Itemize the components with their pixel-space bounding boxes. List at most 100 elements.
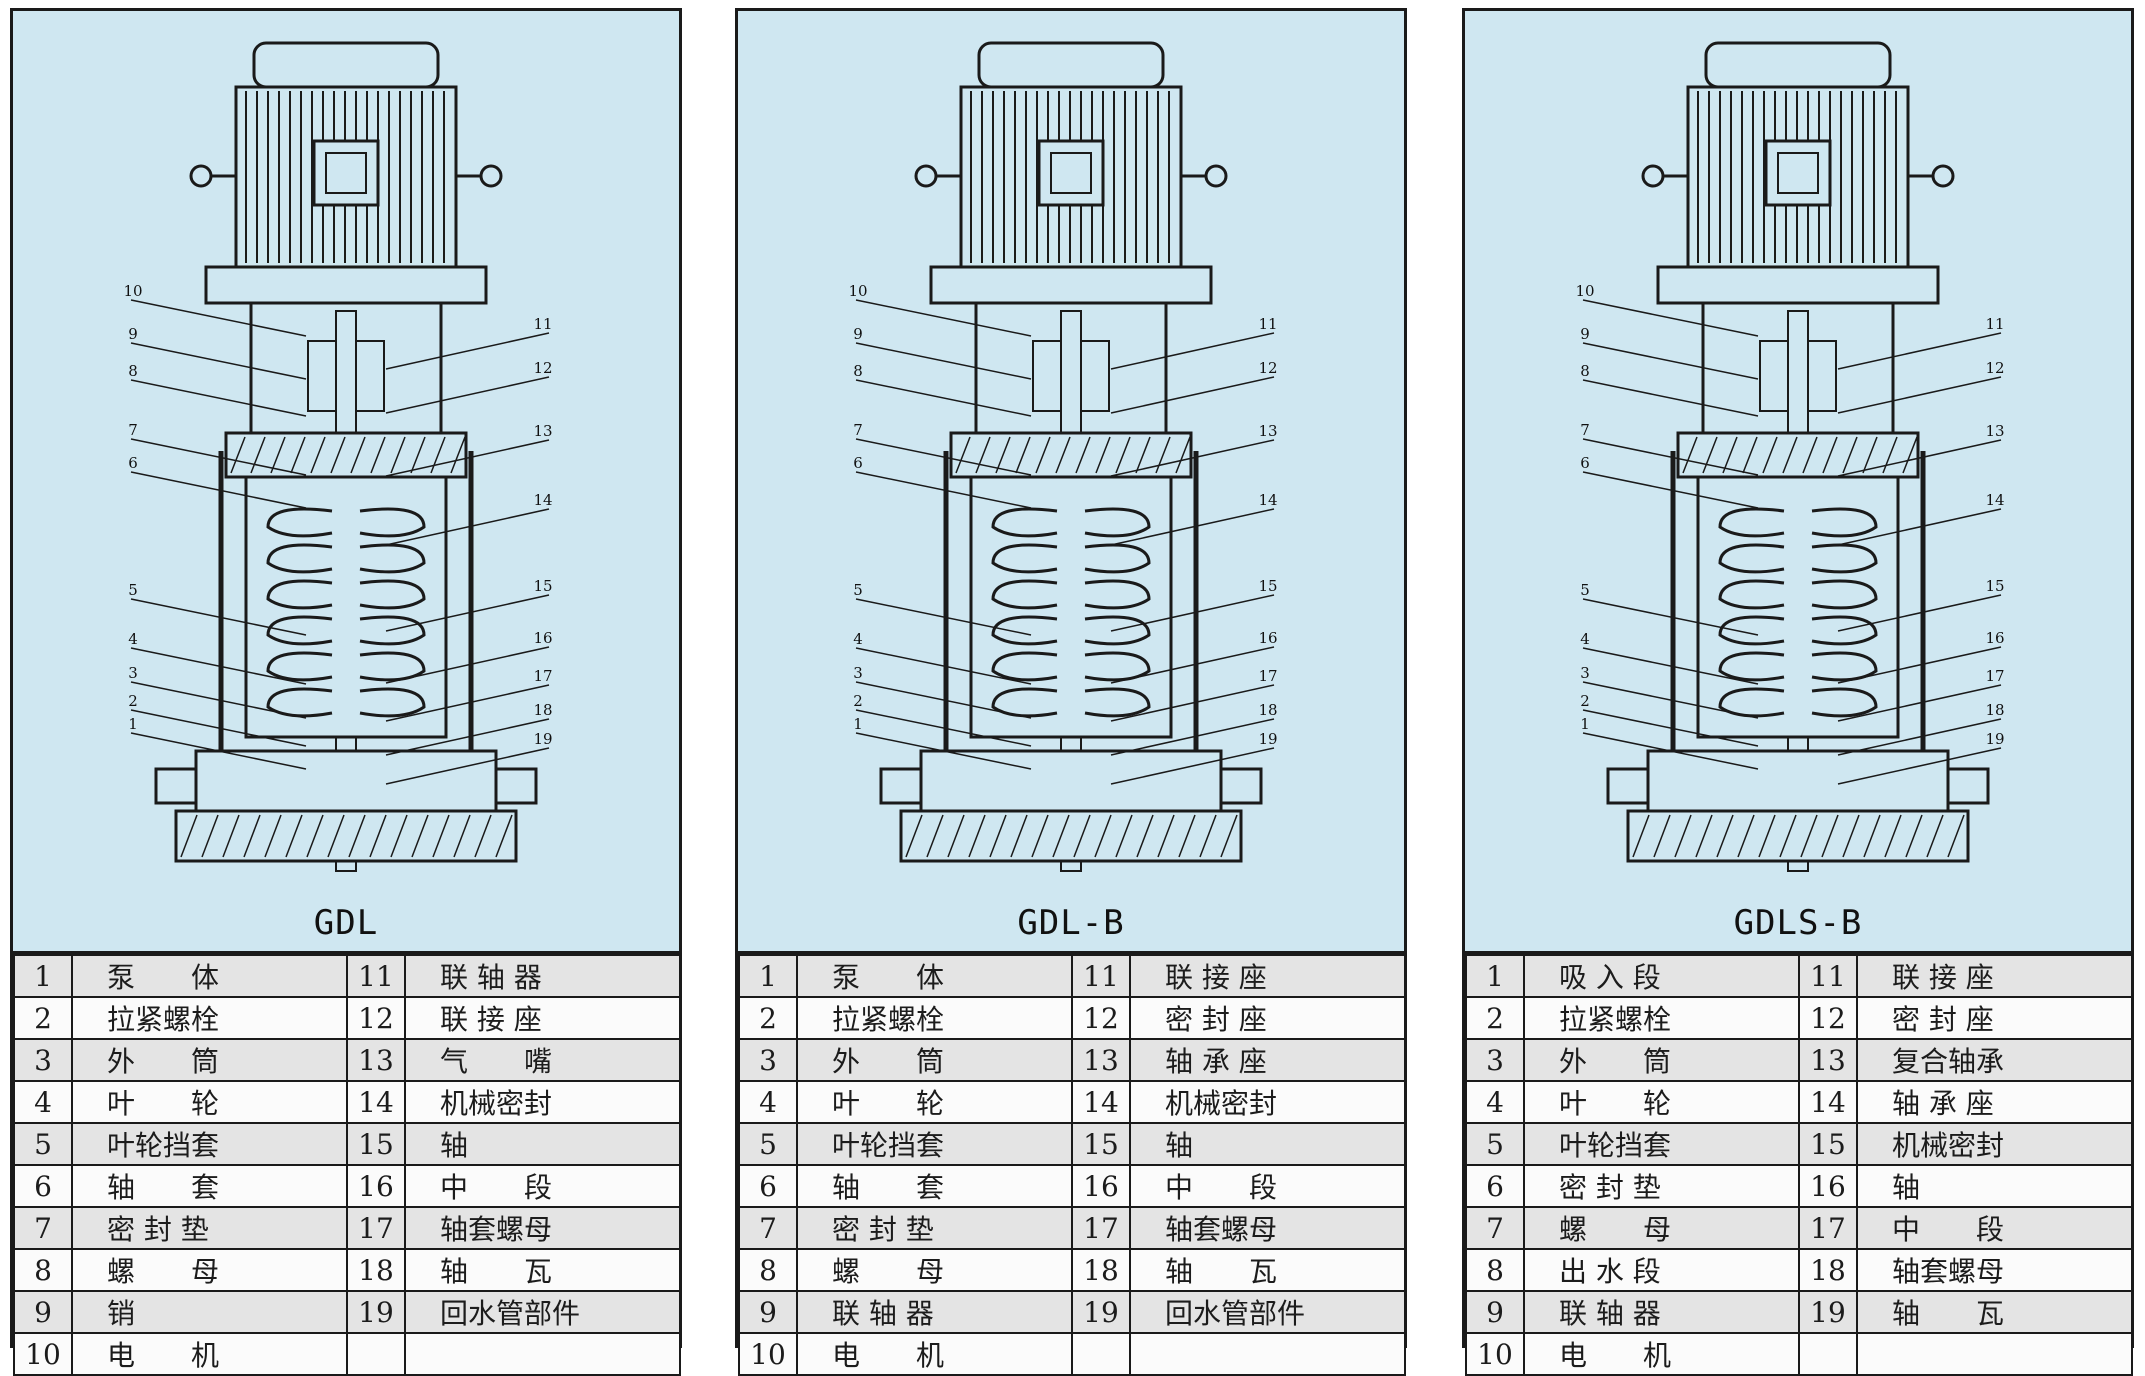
part-number: 12 bbox=[1798, 996, 1858, 1040]
part-name: 中 段 bbox=[404, 1164, 681, 1208]
section-hatch bbox=[947, 814, 965, 858]
section-hatch bbox=[975, 436, 991, 474]
callout-number: 4 bbox=[128, 630, 138, 648]
part-number: 9 bbox=[738, 1290, 798, 1334]
impeller-stage bbox=[991, 687, 1058, 718]
model-title: GDLS-B bbox=[1733, 903, 1863, 943]
part-name: 复合轴承 bbox=[1856, 1038, 2133, 1082]
callout-number: 8 bbox=[1580, 362, 1590, 380]
callout-number: 19 bbox=[1258, 730, 1277, 748]
callout-number: 7 bbox=[128, 421, 138, 439]
callout-number: 16 bbox=[1258, 629, 1277, 647]
part-number: 16 bbox=[1071, 1164, 1131, 1208]
part-name: 叶 轮 bbox=[796, 1080, 1073, 1124]
part-name: 外 筒 bbox=[71, 1038, 348, 1082]
part-name: 机械密封 bbox=[404, 1080, 681, 1124]
part-name: 中 段 bbox=[1856, 1206, 2133, 1250]
callout-leader bbox=[1582, 379, 1759, 417]
part-name: 轴 bbox=[404, 1122, 681, 1166]
part-number: 15 bbox=[1798, 1122, 1858, 1166]
impeller-stage bbox=[1811, 507, 1878, 538]
part-name: 轴 bbox=[1129, 1122, 1406, 1166]
part-name: 拉紧螺栓 bbox=[796, 996, 1073, 1040]
part-number: 5 bbox=[738, 1122, 798, 1166]
callout-number: 16 bbox=[533, 629, 552, 647]
section-hatch bbox=[1863, 814, 1881, 858]
section-hatch bbox=[390, 436, 406, 474]
callout-leader bbox=[385, 718, 550, 756]
part-name: 螺 母 bbox=[1523, 1206, 1800, 1250]
impeller-stage bbox=[1084, 651, 1151, 682]
callout-leader bbox=[855, 647, 1032, 685]
part-number: 10 bbox=[738, 1332, 798, 1376]
section-hatch bbox=[264, 814, 282, 858]
outlet-flange bbox=[1219, 767, 1263, 805]
callout-leader bbox=[1837, 646, 2002, 684]
callout-leader bbox=[1582, 438, 1759, 476]
impeller-stage bbox=[266, 615, 333, 646]
callout-leader bbox=[855, 299, 1032, 337]
part-name: 联 接 座 bbox=[1129, 954, 1406, 998]
callout-number: 13 bbox=[533, 422, 552, 440]
impeller-stage bbox=[991, 579, 1058, 610]
callout-leader bbox=[1110, 718, 1275, 756]
part-name: 轴套螺母 bbox=[1856, 1248, 2133, 1292]
part-name: 气 嘴 bbox=[404, 1038, 681, 1082]
part-name: 叶轮挡套 bbox=[71, 1122, 348, 1166]
part-number: 14 bbox=[1071, 1080, 1131, 1124]
part-number: 18 bbox=[346, 1248, 406, 1292]
part-name: 中 段 bbox=[1129, 1164, 1406, 1208]
callout-leader bbox=[855, 342, 1032, 380]
impeller-stage bbox=[266, 579, 333, 610]
callout-leader bbox=[1837, 594, 2002, 632]
motor-fan-cover bbox=[1704, 41, 1892, 89]
section-hatch bbox=[369, 814, 387, 858]
callout-number: 10 bbox=[1575, 282, 1594, 300]
callout-leader bbox=[855, 598, 1032, 636]
section-hatch bbox=[306, 814, 324, 858]
callout-number: 8 bbox=[128, 362, 138, 380]
seal-seat bbox=[949, 431, 1193, 479]
terminal-box bbox=[312, 139, 380, 207]
callout-number: 5 bbox=[128, 581, 138, 599]
section-hatch bbox=[1075, 436, 1091, 474]
part-number: 1 bbox=[1465, 954, 1525, 998]
callout-number: 12 bbox=[1985, 359, 2004, 377]
section-hatch bbox=[250, 436, 266, 474]
section-hatch bbox=[1682, 436, 1698, 474]
impeller-stage bbox=[1718, 651, 1785, 682]
impeller-stage bbox=[1084, 687, 1151, 718]
part-number: 9 bbox=[1465, 1290, 1525, 1334]
impeller-stage bbox=[1811, 615, 1878, 646]
section-hatch bbox=[968, 814, 986, 858]
part-number: 11 bbox=[1071, 954, 1131, 998]
callout-number: 18 bbox=[533, 701, 552, 719]
callout-number: 17 bbox=[533, 667, 552, 685]
callout-number: 13 bbox=[1985, 422, 2004, 440]
part-number: 6 bbox=[1465, 1164, 1525, 1208]
part-name: 叶 轮 bbox=[1523, 1080, 1800, 1124]
callout-leader bbox=[1110, 439, 1275, 477]
part-number: 7 bbox=[13, 1206, 73, 1250]
part-number: 14 bbox=[1798, 1080, 1858, 1124]
callout-number: 17 bbox=[1258, 667, 1277, 685]
part-number: 7 bbox=[738, 1206, 798, 1250]
motor-flange bbox=[929, 265, 1213, 305]
part-name: 回水管部件 bbox=[404, 1290, 681, 1334]
section-hatch bbox=[1926, 814, 1944, 858]
section-hatch bbox=[1762, 436, 1778, 474]
section-hatch bbox=[411, 814, 429, 858]
pump-base bbox=[174, 809, 518, 863]
callout-number: 9 bbox=[853, 325, 863, 343]
part-number: 6 bbox=[13, 1164, 73, 1208]
section-hatch bbox=[1779, 814, 1797, 858]
callout-number: 10 bbox=[123, 282, 142, 300]
callout-number: 12 bbox=[1258, 359, 1277, 377]
